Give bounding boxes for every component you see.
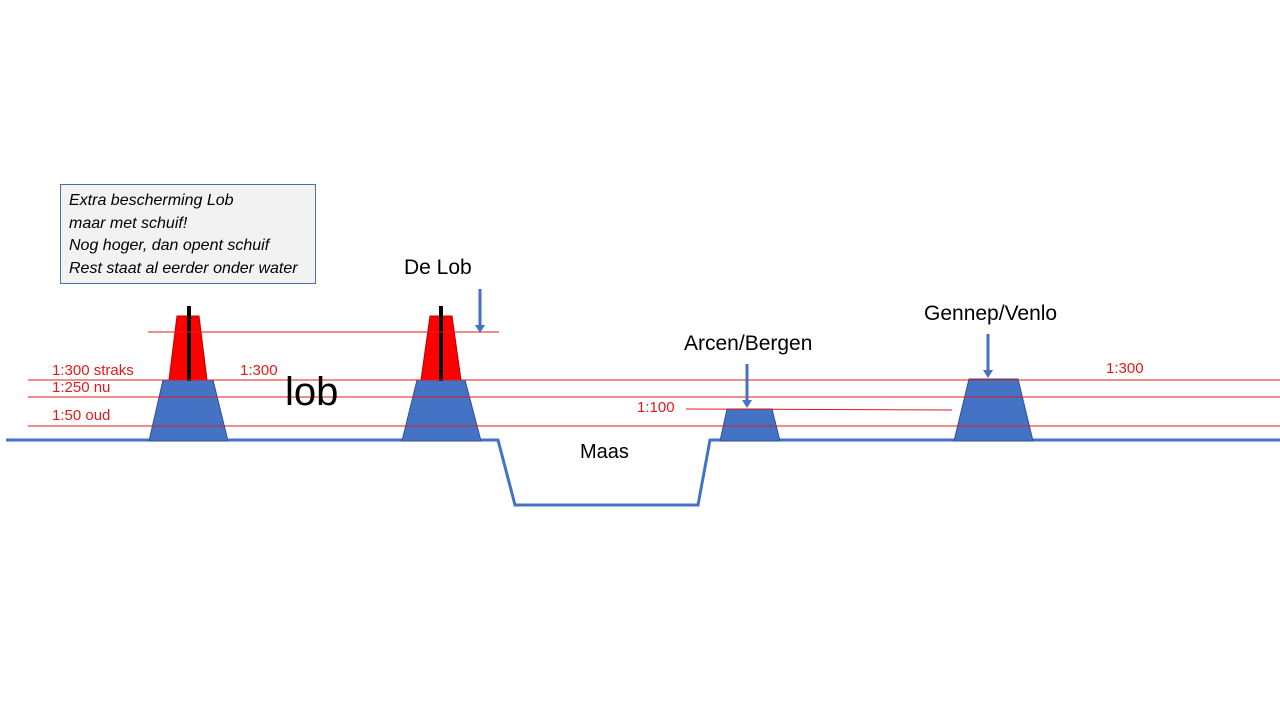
explanation-note: Extra bescherming Lob maar met schuif! N… <box>60 184 316 284</box>
arrow-de-lob <box>475 289 485 333</box>
level-label-lob-300: 1:300 <box>240 362 278 379</box>
level-label-50-oud: 1:50 oud <box>52 407 111 424</box>
dike-gennep-venlo <box>953 378 1034 442</box>
arrow-gennep-venlo <box>983 334 993 378</box>
level-label-300-straks: 1:300 straks <box>52 362 134 379</box>
level-label-arcen-100: 1:100 <box>637 399 675 416</box>
note-line: Nog hoger, dan opent schuif <box>69 237 270 254</box>
label-maas: Maas <box>580 441 629 463</box>
note-line: maar met schuif! <box>69 214 188 232</box>
dike-left <box>148 379 229 442</box>
ground-profile <box>6 438 1280 507</box>
label-gennep-venlo: Gennep/Venlo <box>924 302 1058 325</box>
note-line: Rest staat al eerder onder water <box>69 259 298 277</box>
dike-de-lob <box>401 379 482 442</box>
label-de-lob: De Lob <box>404 256 472 279</box>
level-label-right-300: 1:300 <box>1106 360 1144 377</box>
level-label-250-nu: 1:250 nu <box>52 379 111 396</box>
arrow-arcen-bergen <box>742 364 752 408</box>
label-arcen-bergen: Arcen/Bergen <box>684 332 813 355</box>
note-line: Extra bescherming Lob <box>69 192 234 209</box>
dike-arcen-bergen <box>719 408 781 442</box>
level-line-100-arcen <box>685 408 953 411</box>
label-lob: lob <box>285 370 339 414</box>
